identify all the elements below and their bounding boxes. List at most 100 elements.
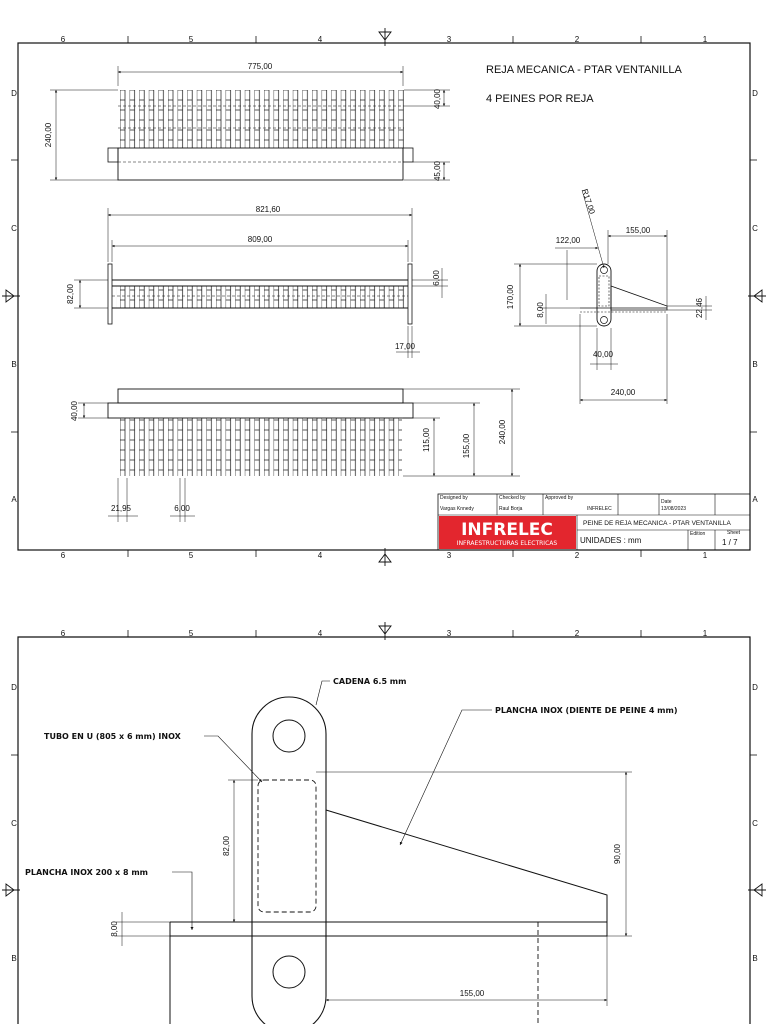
date-value: 13/08/2023 (661, 506, 686, 512)
dim-inner-155: 155,00 (462, 433, 471, 458)
dim-155: 155,00 (460, 989, 485, 998)
zone-label: C (11, 224, 17, 233)
sheet-1-zone-bottom: 6 5 4 3 2 1 (61, 551, 708, 560)
zone-label: B (11, 954, 16, 963)
dim-side-170: 170,00 (506, 284, 515, 309)
zone-label: B (752, 954, 757, 963)
dim-side-8: 8,00 (536, 302, 545, 318)
zone-label: C (752, 224, 758, 233)
side-view: R17,00 155,00 122,00 170,00 8,00 22,46 (506, 188, 712, 404)
zone-label: C (11, 819, 17, 828)
zone-label: 2 (575, 35, 580, 44)
sheet-2-ticks (11, 630, 757, 756)
zone-label: 1 (703, 629, 708, 638)
infrelec-logo (439, 516, 576, 549)
zone-label: D (11, 89, 17, 98)
dim-overall-240: 240,00 (498, 419, 507, 444)
callout-plancha-base: PLANCHA INOX 200 x 8 mm (25, 868, 148, 877)
front-view: 775,00 240,00 40,00 45,00 (44, 62, 450, 181)
company-value: INFRELEC (587, 506, 612, 512)
dim-base-45: 45,00 (433, 160, 442, 181)
dim-tooth-40: 40,00 (433, 88, 442, 109)
callout-tubo: TUBO EN U (805 x 6 mm) INOX (44, 732, 182, 741)
zone-label: 2 (575, 551, 580, 560)
zone-label: 2 (575, 629, 580, 638)
zone-label: 3 (447, 629, 452, 638)
sheet-2-center-marks (2, 622, 766, 897)
logo-text: INFRELEC (461, 520, 553, 540)
sheet-1-zone-top: 6 5 4 3 2 1 (61, 35, 708, 44)
comb-back (107, 402, 414, 419)
dim-82: 82,00 (222, 835, 231, 856)
dim-width-775: 775,00 (248, 62, 273, 71)
callouts: CADENA 6.5 mm PLANCHA INOX (DIENTE DE PE… (25, 677, 678, 930)
sheet-label: Sheet (727, 530, 741, 536)
dim-tooth-115: 115,00 (422, 428, 431, 452)
zone-label: 5 (189, 629, 194, 638)
chain-link-detail (251, 696, 327, 1024)
dim-flange-17: 17,00 (395, 342, 416, 351)
zone-label: C (752, 819, 758, 828)
zone-label: 3 (447, 551, 452, 560)
zone-label: 1 (703, 551, 708, 560)
zone-label: 5 (189, 35, 194, 44)
left-end-plate (107, 263, 113, 325)
sheet-1-ticks (11, 36, 757, 557)
zone-label: 5 (189, 551, 194, 560)
comb-band (117, 388, 404, 404)
tooth-plate (610, 285, 668, 311)
top-view: 821,60 809,00 82,00 6,00 17,00 (66, 205, 448, 358)
zone-label: 6 (61, 551, 66, 560)
dim-overall-821: 821,60 (256, 205, 281, 214)
zone-label: B (752, 360, 757, 369)
checked-by-label: Checked by (499, 495, 526, 501)
sheet-2-zone-top: 6 5 4 3 2 1 (61, 629, 708, 638)
zone-label: A (11, 495, 17, 504)
dim-side-155: 155,00 (626, 226, 651, 235)
sheet-1-zone-side: D C B A D C B A (11, 89, 758, 504)
approved-by-label: Approved by (545, 495, 574, 501)
base-plate-detail (169, 921, 607, 1024)
dim-side-22: 22,46 (695, 297, 704, 318)
dim-inner-809: 809,00 (248, 235, 273, 244)
sheet-1-border (17, 42, 751, 551)
dim-side-40: 40,00 (593, 350, 614, 359)
comb-view: 40,00 115,00 155,00 240,00 21,95 6,00 (70, 388, 520, 522)
zone-label: D (11, 683, 17, 692)
sheet-2-dims: 82,00 90,00 8,00 155,00 (110, 771, 632, 1006)
zone-label: D (752, 89, 758, 98)
sheet-2: 6 5 4 3 2 1 D C B D C B (2, 622, 766, 1024)
tooth-plate-detail (325, 809, 608, 937)
dim-height-240: 240,00 (44, 122, 53, 147)
base-bar (117, 147, 404, 181)
drawing-subtitle: 4 PEINES POR REJA (486, 93, 594, 105)
dim-radius: R17,00 (580, 188, 597, 216)
callout-plancha-diente: PLANCHA INOX (DIENTE DE PEINE 4 mm) (495, 706, 678, 715)
comb-teeth (120, 90, 404, 148)
dim-tooth-width: 6,00 (174, 504, 190, 513)
left-flange (107, 147, 119, 163)
sheet-1: 6 5 4 3 2 1 6 5 4 3 2 1 D C B A D C B A (2, 28, 766, 566)
sheet-1-center-marks (2, 28, 766, 566)
dim-thickness-6: 6,00 (432, 270, 441, 286)
zone-label: 3 (447, 35, 452, 44)
dim-height-82: 82,00 (66, 283, 75, 304)
dim-side-122: 122,00 (556, 236, 581, 245)
right-end-plate (407, 263, 413, 325)
designed-by-label: Designed by (440, 495, 468, 501)
logo-subtitle: INFRAESTRUCTURAS ELECTRICAS (457, 540, 558, 547)
sheet-2-border (17, 636, 751, 1024)
date-label: Date (661, 499, 672, 505)
dim-band-40: 40,00 (70, 400, 79, 421)
zone-label: B (11, 360, 16, 369)
zone-label: 4 (318, 551, 323, 560)
zone-label: 4 (318, 35, 323, 44)
right-flange (402, 147, 414, 163)
zone-label: 4 (318, 629, 323, 638)
edition-label: Edition (690, 531, 706, 537)
comb-teeth-top (116, 286, 406, 308)
sheet-2-zone-side: D C B D C B (11, 683, 758, 963)
units: UNIDADES : mm (580, 536, 642, 545)
designed-by-value: Vargas Knnedy (440, 506, 474, 512)
